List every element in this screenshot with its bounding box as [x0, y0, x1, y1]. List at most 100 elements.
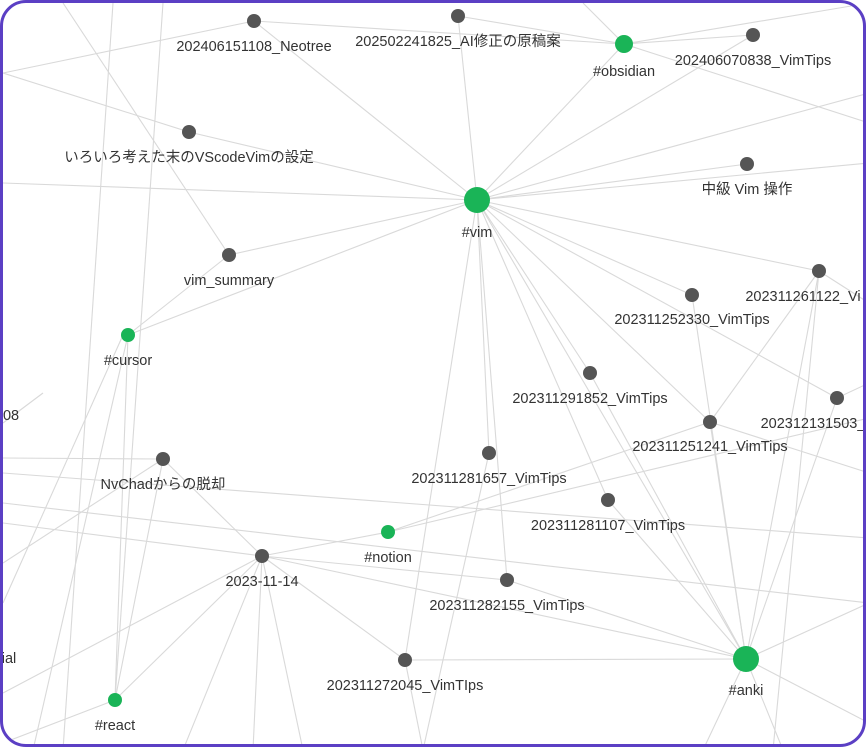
graph-edge — [476, 163, 863, 201]
graph-node-edgeial: ial — [3, 651, 16, 667]
graph-edge — [261, 555, 303, 744]
graph-node-vt281657[interactable]: 202311281657_VimTips — [411, 446, 567, 487]
graph-node-vt272045[interactable]: 202311272045_VimTIps — [327, 653, 484, 694]
graph-edge — [261, 555, 508, 581]
graph-edge — [476, 199, 711, 423]
graph-edge — [387, 418, 863, 533]
tag-node-dot[interactable] — [381, 525, 395, 539]
graph-edge — [127, 199, 478, 336]
graph-edge — [623, 34, 754, 45]
graph-edge — [3, 699, 116, 744]
note-node-dot[interactable] — [703, 415, 717, 429]
graph-edge — [3, 555, 263, 694]
graph-edge — [476, 199, 490, 454]
note-node-dot[interactable] — [685, 288, 699, 302]
graph-edge — [709, 421, 863, 472]
tag-node-dot[interactable] — [464, 187, 490, 213]
note-node-dot[interactable] — [601, 493, 615, 507]
node-label: 2023-11-14 — [225, 574, 298, 590]
note-node-dot[interactable] — [222, 248, 236, 262]
graph-node-vt0838[interactable]: 202406070838_VimTips — [675, 28, 831, 69]
graph-edge — [506, 579, 747, 660]
tag-node-dot[interactable] — [121, 328, 135, 342]
node-label: #anki — [729, 683, 764, 699]
graph-node-anki[interactable]: #anki — [729, 646, 764, 699]
graph-node-edge08: 08 — [3, 408, 19, 424]
node-label: ial — [3, 651, 16, 667]
node-label: 中級 Vim 操作 — [702, 181, 793, 198]
note-node-dot[interactable] — [182, 125, 196, 139]
graph-canvas[interactable]: #vim #obsidian #cursor #notion #anki #react 20… — [3, 3, 866, 747]
graph-node-vscodevim[interactable]: いろいろ考えた末のVScodeVimの設定 — [64, 125, 314, 166]
graph-edge — [607, 499, 747, 660]
graph-edge — [773, 270, 820, 744]
graph-node-vt291852[interactable]: 202311291852_VimTips — [512, 366, 668, 407]
graph-edge — [476, 199, 820, 272]
graph-edge — [3, 72, 190, 133]
note-node-dot[interactable] — [812, 264, 826, 278]
note-node-dot[interactable] — [746, 28, 760, 42]
graph-edge — [3, 472, 863, 539]
graph-node-react[interactable]: #react — [95, 693, 135, 734]
graph-node-cursor[interactable]: #cursor — [104, 328, 153, 369]
graph-node-chukyu[interactable]: 中級 Vim 操作 — [702, 157, 793, 198]
graph-edge — [709, 270, 820, 423]
graph-edge — [589, 372, 747, 660]
node-label: #vim — [462, 225, 493, 241]
graph-edge — [476, 199, 609, 501]
graph-node-vt252330[interactable]: 202311252330_VimTips — [614, 288, 770, 328]
note-node-dot[interactable] — [583, 366, 597, 380]
node-label: 202312131503_ — [761, 416, 866, 432]
graph-edge — [745, 658, 782, 744]
graph-node-vt282155[interactable]: 202311282155_VimTips — [429, 573, 585, 614]
graph-edge — [745, 658, 863, 721]
node-label: 202311281107_VimTips — [531, 518, 685, 534]
node-label: 202311251241_VimTips — [632, 439, 787, 455]
note-node-dot[interactable] — [398, 653, 412, 667]
graph-node-neotree[interactable]: 202406151108_Neotree — [176, 14, 332, 55]
graph-edge — [114, 555, 263, 701]
graph-node-vt131503[interactable]: 202312131503_ — [761, 391, 866, 432]
graph-node-d20231114[interactable]: 2023-11-14 — [225, 549, 299, 590]
node-label: 202311272045_VimTIps — [327, 678, 484, 694]
note-node-dot[interactable] — [156, 452, 170, 466]
graph-node-vim[interactable]: #vim — [462, 187, 493, 241]
graph-edge — [3, 182, 478, 201]
graph-edge — [623, 3, 863, 45]
note-node-dot[interactable] — [740, 157, 754, 171]
note-node-dot[interactable] — [451, 9, 465, 23]
note-node-dot[interactable] — [830, 391, 844, 405]
graph-node-vt251241[interactable]: 202311251241_VimTips — [632, 415, 788, 455]
graph-edge — [252, 555, 263, 744]
note-node-dot[interactable] — [482, 446, 496, 460]
tag-node-dot[interactable] — [615, 35, 633, 53]
graph-node-notion[interactable]: #notion — [364, 525, 412, 566]
note-node-dot[interactable] — [500, 573, 514, 587]
graph-edge — [387, 421, 711, 533]
node-label: 202311261122_Vi — [745, 289, 860, 305]
graph-edges — [3, 3, 863, 744]
graph-node-vt261122[interactable]: 202311261122_Vi — [745, 264, 861, 305]
graph-node-vt281107[interactable]: 202311281107_VimTips — [531, 493, 685, 534]
note-node-dot[interactable] — [255, 549, 269, 563]
graph-node-nvchad[interactable]: NvChadからの脱却 — [101, 452, 226, 493]
graph-edge — [62, 3, 230, 256]
graph-edge — [691, 294, 747, 660]
graph-edge — [745, 605, 863, 660]
node-label: 08 — [3, 408, 19, 424]
graph-edge — [261, 531, 389, 557]
graph-edge — [476, 199, 838, 399]
graph-edge — [162, 458, 263, 557]
graph-node-obsidian[interactable]: #obsidian — [593, 35, 655, 80]
graph-edge — [476, 163, 748, 201]
graph-edge — [127, 254, 230, 336]
graph-node-vimsummary[interactable]: vim_summary — [184, 248, 275, 289]
tag-node-dot[interactable] — [108, 693, 122, 707]
graph-edge — [476, 199, 693, 296]
graph-nodes: #vim #obsidian #cursor #notion #anki #react 20… — [3, 9, 866, 734]
tag-node-dot[interactable] — [733, 646, 759, 672]
graph-edge — [476, 43, 625, 201]
graph-node-ai[interactable]: 202502241825_AI修正の原稿案 — [355, 9, 561, 50]
note-node-dot[interactable] — [247, 14, 261, 28]
